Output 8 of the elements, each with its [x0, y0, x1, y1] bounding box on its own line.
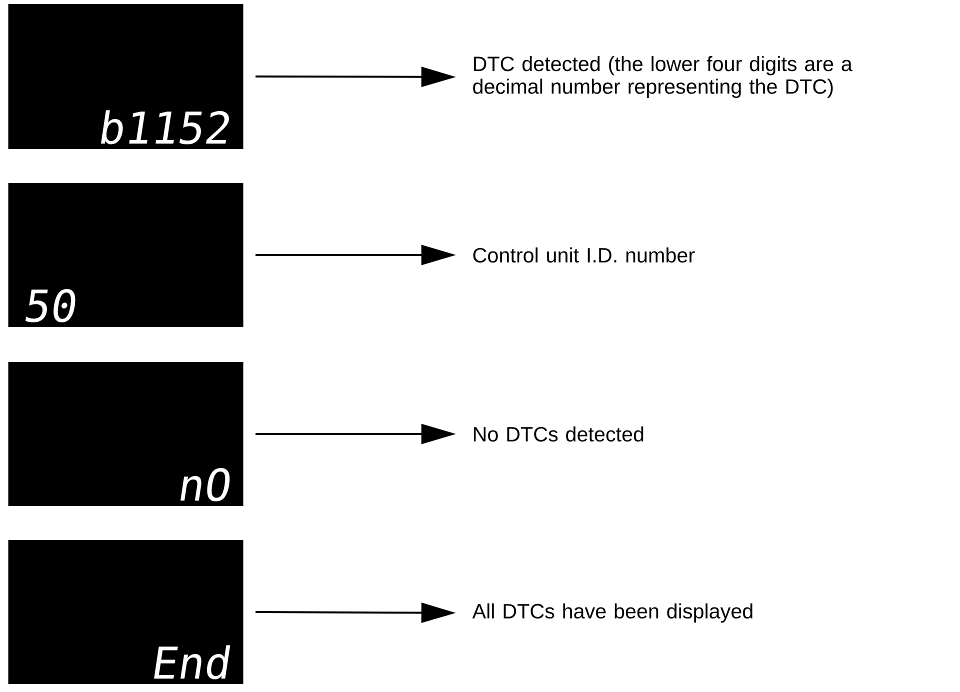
display-screen: b1152 — [8, 4, 244, 149]
display-screen: End — [8, 540, 244, 684]
display-screen: 50 — [8, 183, 244, 327]
description-text: No DTCs detected — [474, 426, 644, 442]
description-text: Control unit I.D. number — [473, 247, 695, 263]
description-text: DTC detected (the lower four digits are a decimal number representing the DTC) — [473, 56, 852, 98]
display-screen: nO — [8, 362, 244, 506]
description-text: All DTCs have been displayed — [472, 603, 752, 623]
